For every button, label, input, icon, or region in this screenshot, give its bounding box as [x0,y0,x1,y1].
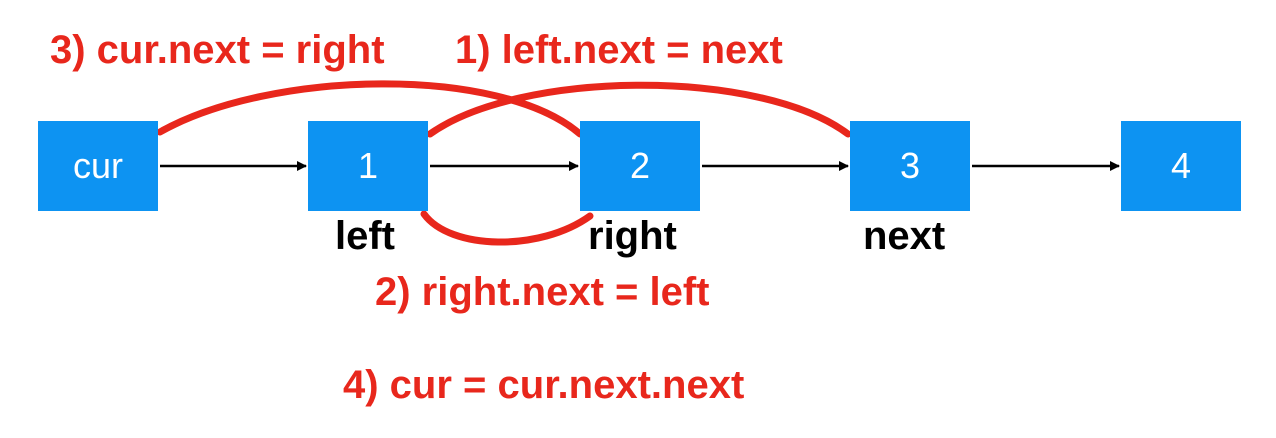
step-1-annotation: 1) left.next = next [455,28,783,72]
step-2-annotation: 2) right.next = left [375,270,710,314]
node-2: 2 [580,121,700,211]
node-3-label: 3 [899,145,921,186]
pointer-label-left: left [335,214,395,258]
node-1-label: 1 [357,145,379,186]
pointer-label-next: next [863,214,946,258]
pointer-label-right: right [588,214,677,258]
node-4-label: 4 [1170,145,1192,186]
curve-right-to-left [420,210,594,246]
node-cur: cur [38,121,158,211]
node-2-label: 2 [629,145,651,186]
node-4: 4 [1121,121,1241,211]
step-4-annotation: 4) cur = cur.next.next [343,363,745,407]
node-1: 1 [308,121,428,211]
node-cur-label: cur [72,145,123,186]
step-3-annotation: 3) cur.next = right [50,28,385,72]
node-3: 3 [850,121,970,211]
